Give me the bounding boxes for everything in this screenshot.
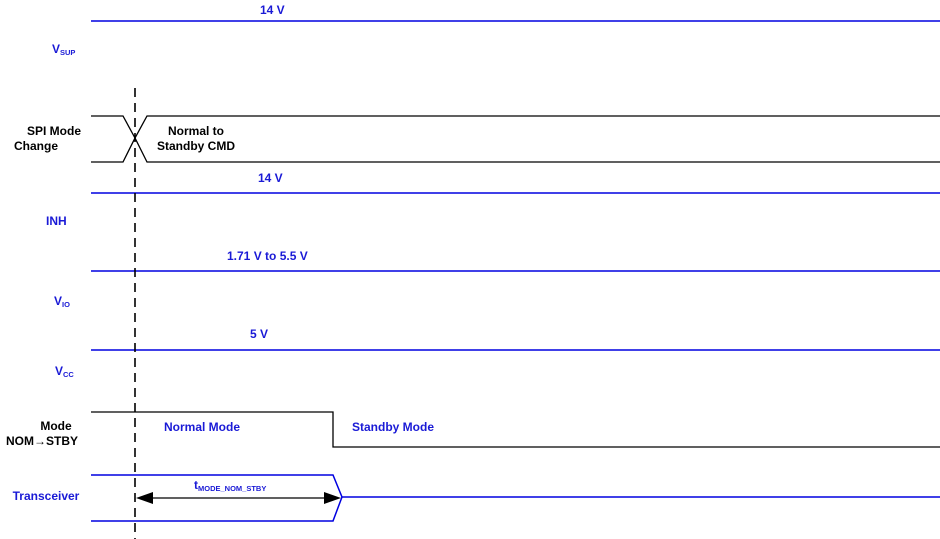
timing-arrow-left-head [136, 492, 153, 504]
transceiver-lower [91, 496, 343, 522]
timing-arrow-right-head [324, 492, 341, 504]
spi-label-line2: Change [14, 139, 58, 153]
mode-label-line1: Mode [40, 419, 72, 433]
spi-event-line1: Normal to [168, 124, 224, 138]
mode-signal: Mode NOM→STBY Normal Mode Standby Mode [6, 411, 940, 448]
spi-label-line1: SPI Mode [27, 124, 81, 138]
transceiver-label: Transceiver [13, 489, 80, 503]
timing-label: tMODE_NOM_STBY [194, 478, 266, 493]
inh-signal: 14 V INH [46, 171, 940, 228]
vsup-value: 14 V [260, 3, 285, 17]
mode-label-line2: NOM→STBY [6, 434, 78, 448]
vio-label: VIO [54, 294, 70, 309]
mode-state-standby: Standby Mode [352, 420, 434, 434]
spi-event-line2: Standby CMD [157, 139, 235, 153]
inh-value: 14 V [258, 171, 283, 185]
inh-label: INH [46, 214, 67, 228]
vio-value: 1.71 V to 5.5 V [227, 249, 308, 263]
vsup-signal: 14 V VSUP [52, 3, 940, 57]
vcc-signal: 5 V VCC [55, 327, 940, 379]
transceiver-signal: Transceiver tMODE_NOM_STBY [13, 474, 940, 522]
vcc-value: 5 V [250, 327, 268, 341]
transceiver-upper [91, 474, 940, 498]
vio-signal: 1.71 V to 5.5 V VIO [54, 249, 940, 309]
vcc-label: VCC [55, 364, 74, 379]
mode-state-normal: Normal Mode [164, 420, 240, 434]
mode-waveform [91, 411, 940, 448]
spi-mode-change-signal: SPI Mode Change Normal to Standby CMD [14, 115, 940, 163]
vsup-label: VSUP [52, 42, 75, 57]
